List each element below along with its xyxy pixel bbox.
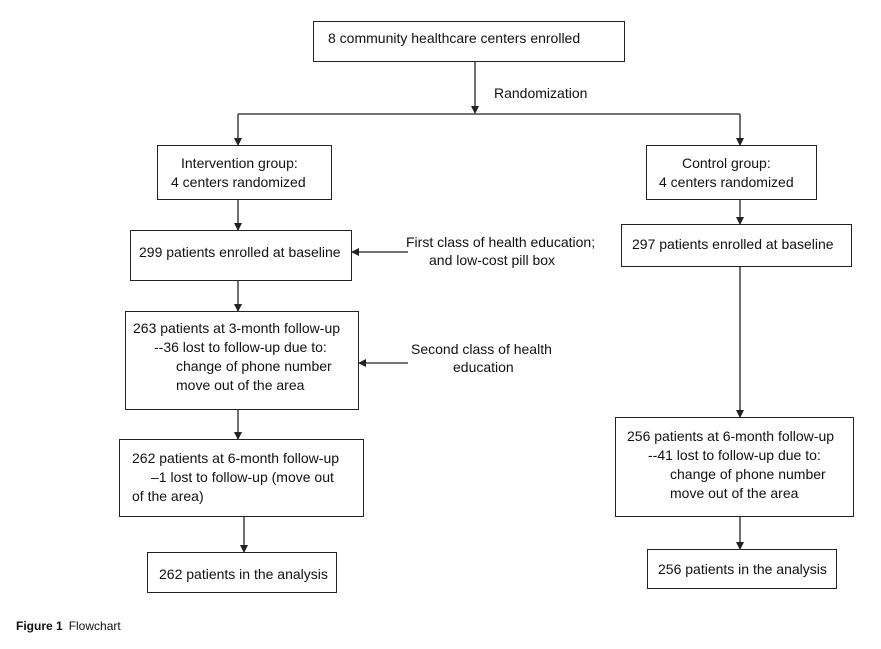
note-1-line-2: and low-cost pill box bbox=[429, 252, 556, 268]
intervention-analysis-box: 262 patients in the analysis bbox=[147, 552, 337, 593]
figure-caption: Figure 1 Flowchart bbox=[16, 619, 121, 633]
m6-patients: 262 patients at 6-month follow-up bbox=[132, 450, 340, 466]
health-education-note-2: Second class of health education bbox=[411, 340, 552, 376]
control-baseline-text: 297 patients enrolled at baseline bbox=[632, 236, 834, 252]
randomization-label: Randomization bbox=[494, 85, 588, 101]
note-1-line-1: First class of health education; bbox=[406, 234, 596, 250]
intervention-baseline-text: 299 patients enrolled at baseline bbox=[139, 244, 341, 260]
figure-caption-text: Flowchart bbox=[68, 619, 121, 633]
ctrl-m6-reason-2: move out of the area bbox=[670, 485, 799, 501]
ctrl-m6-reason-1: change of phone number bbox=[670, 466, 826, 482]
m3-patients: 263 patients at 3-month follow-up bbox=[133, 320, 341, 336]
intervention-group-title: Intervention group: bbox=[181, 155, 298, 171]
intervention-baseline-box: 299 patients enrolled at baseline bbox=[130, 230, 352, 281]
enrollment-text: 8 community healthcare centers enrolled bbox=[328, 30, 581, 46]
ctrl-m6-lost: --41 lost to follow-up due to: bbox=[648, 447, 821, 463]
m3-reason-2: move out of the area bbox=[176, 377, 305, 393]
control-group-box: Control group: 4 centers randomized bbox=[646, 145, 817, 200]
note-2-line-2: education bbox=[453, 359, 514, 375]
intervention-3-month-box: 263 patients at 3-month follow-up --36 l… bbox=[125, 311, 359, 410]
m6-lost: –1 lost to follow-up (move out bbox=[151, 469, 334, 485]
control-6-month-box: 256 patients at 6-month follow-up --41 l… bbox=[615, 417, 854, 517]
intervention-group-detail: 4 centers randomized bbox=[171, 174, 306, 190]
intervention-analysis-text: 262 patients in the analysis bbox=[159, 566, 328, 582]
health-education-note-1: First class of health education; and low… bbox=[406, 233, 595, 269]
m6-lost-cont: of the area) bbox=[132, 488, 204, 504]
ctrl-m6-patients: 256 patients at 6-month follow-up bbox=[627, 428, 835, 444]
enrollment-box: 8 community healthcare centers enrolled bbox=[313, 21, 625, 62]
control-analysis-box: 256 patients in the analysis bbox=[647, 549, 837, 589]
control-baseline-box: 297 patients enrolled at baseline bbox=[621, 224, 852, 267]
intervention-group-box: Intervention group: 4 centers randomized bbox=[157, 145, 332, 200]
control-group-detail: 4 centers randomized bbox=[659, 174, 794, 190]
m3-lost: --36 lost to follow-up due to: bbox=[154, 339, 327, 355]
m3-reason-1: change of phone number bbox=[176, 358, 332, 374]
intervention-6-month-box: 262 patients at 6-month follow-up –1 los… bbox=[119, 439, 364, 517]
note-2-line-1: Second class of health bbox=[411, 341, 552, 357]
figure-label: Figure 1 bbox=[16, 619, 63, 633]
control-analysis-text: 256 patients in the analysis bbox=[658, 561, 827, 577]
control-group-title: Control group: bbox=[682, 155, 771, 171]
